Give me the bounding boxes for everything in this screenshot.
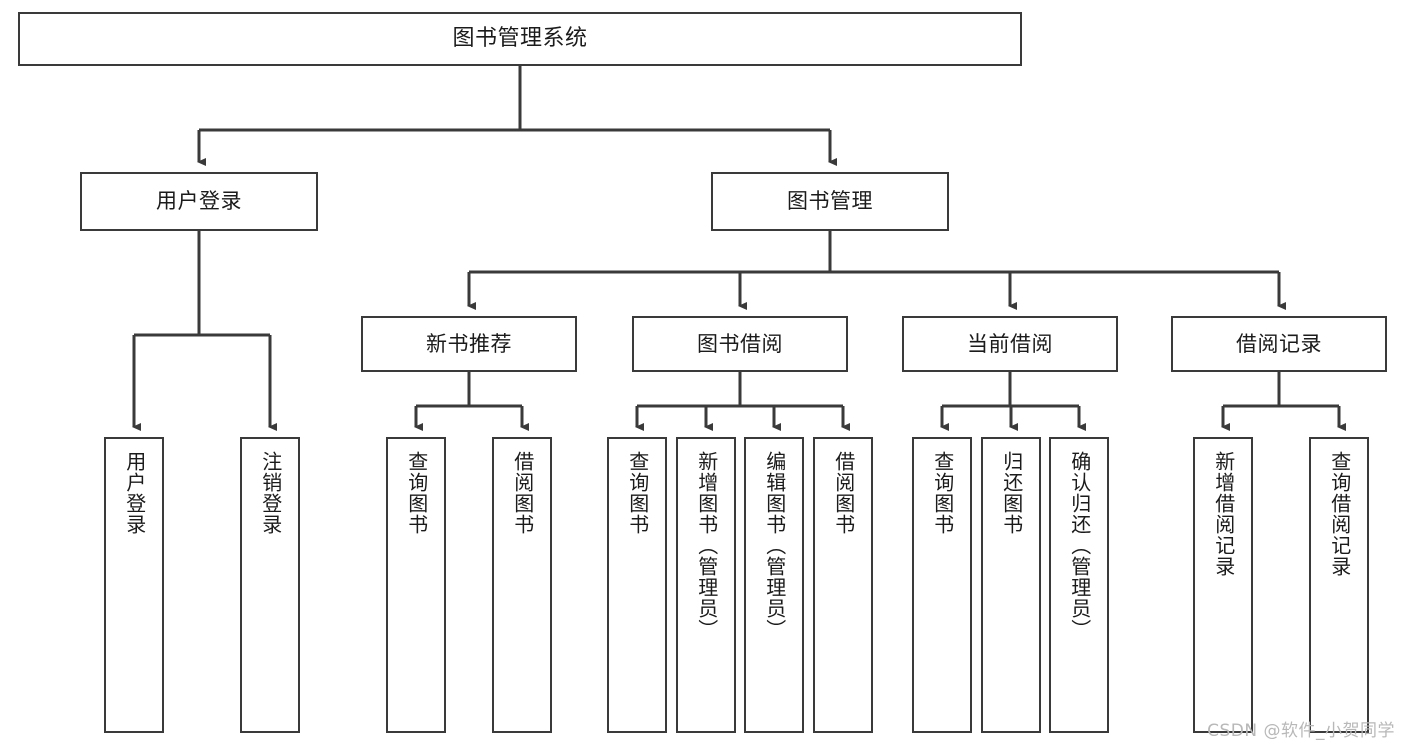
node-label: 借阅图书	[510, 451, 535, 535]
node-label: 当前借阅	[967, 331, 1053, 356]
node-label: 新书推荐	[426, 331, 512, 356]
node-leaf-user-login[interactable]: 用户登录	[104, 437, 164, 733]
node-book-management[interactable]: 图书管理	[711, 172, 949, 231]
node-leaf-confirm-return[interactable]: 确认归还（管理员）	[1049, 437, 1109, 733]
node-user-login[interactable]: 用户登录	[80, 172, 318, 231]
node-label: 查询借阅记录	[1327, 451, 1352, 577]
node-label: 查询图书	[625, 451, 650, 535]
node-label: 新增图书（管理员）	[694, 451, 719, 640]
node-borrow-record[interactable]: 借阅记录	[1171, 316, 1387, 372]
node-label: 注销登录	[258, 451, 283, 535]
node-label: 新增借阅记录	[1211, 451, 1236, 577]
node-label: 编辑图书（管理员）	[762, 451, 787, 640]
node-leaf-query-book-current[interactable]: 查询图书	[912, 437, 972, 733]
node-label: 查询图书	[930, 451, 955, 535]
node-label: 图书借阅	[697, 331, 783, 356]
node-leaf-logout[interactable]: 注销登录	[240, 437, 300, 733]
node-label: 借阅图书	[831, 451, 856, 535]
node-leaf-borrow-book[interactable]: 借阅图书	[813, 437, 873, 733]
node-label: 图书管理系统	[452, 26, 588, 52]
node-leaf-add-book[interactable]: 新增图书（管理员）	[676, 437, 736, 733]
node-leaf-add-borrow-record[interactable]: 新增借阅记录	[1193, 437, 1253, 733]
node-leaf-query-book-borrow[interactable]: 查询图书	[607, 437, 667, 733]
node-label: 确认归还（管理员）	[1067, 451, 1092, 640]
node-root-book-management-system[interactable]: 图书管理系统	[18, 12, 1022, 66]
node-new-book-recommend[interactable]: 新书推荐	[361, 316, 577, 372]
node-book-borrow[interactable]: 图书借阅	[632, 316, 848, 372]
node-current-borrow[interactable]: 当前借阅	[902, 316, 1118, 372]
node-label: 查询图书	[404, 451, 429, 535]
node-leaf-borrow-book-recommend[interactable]: 借阅图书	[492, 437, 552, 733]
node-label: 图书管理	[787, 189, 873, 214]
node-label: 借阅记录	[1236, 331, 1322, 356]
node-label: 归还图书	[999, 451, 1024, 535]
node-leaf-query-borrow-record[interactable]: 查询借阅记录	[1309, 437, 1369, 733]
watermark-text: CSDN @软件_小贺同学	[1207, 721, 1395, 741]
node-label: 用户登录	[156, 189, 242, 214]
node-leaf-return-book[interactable]: 归还图书	[981, 437, 1041, 733]
node-label: 用户登录	[122, 451, 147, 535]
node-leaf-edit-book[interactable]: 编辑图书（管理员）	[744, 437, 804, 733]
node-leaf-query-book-recommend[interactable]: 查询图书	[386, 437, 446, 733]
